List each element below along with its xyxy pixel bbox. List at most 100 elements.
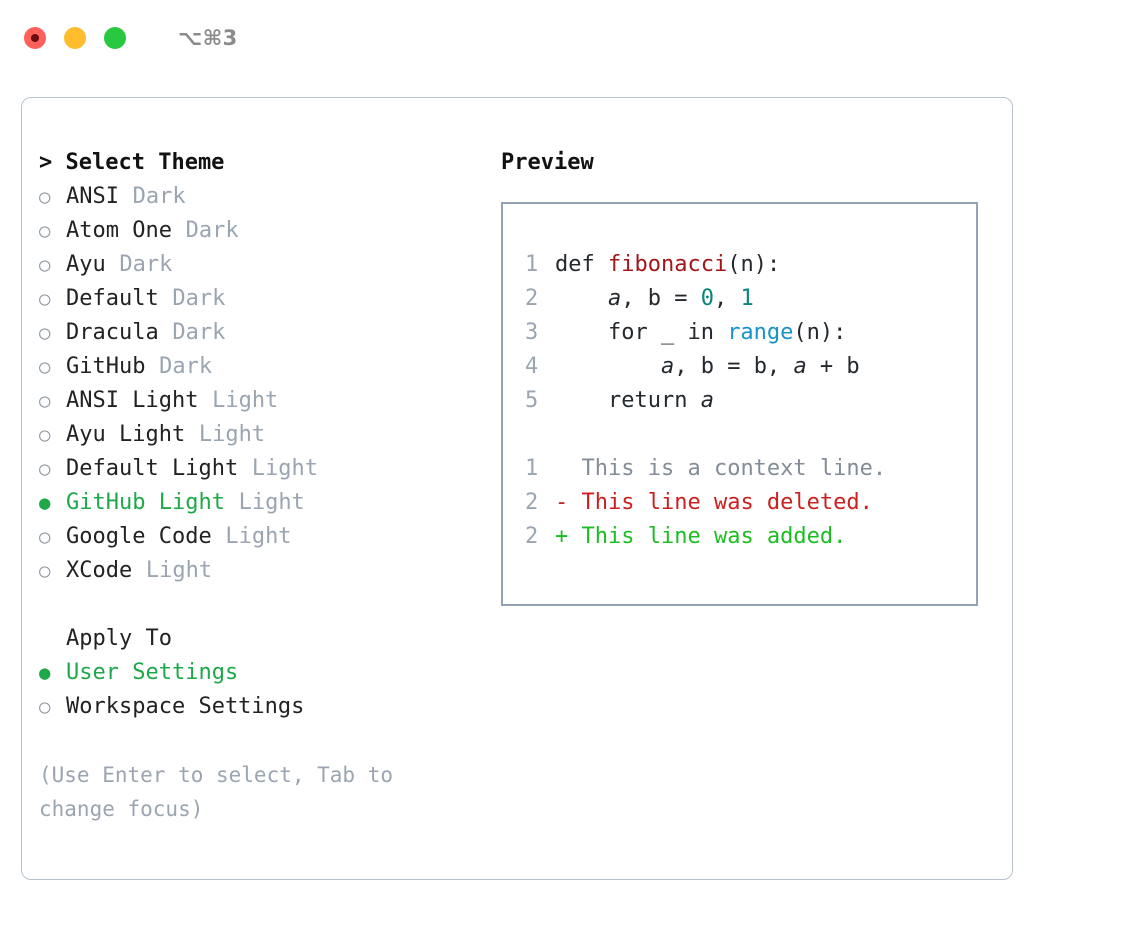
theme-option-label: Ayu Light bbox=[66, 422, 186, 447]
radio-unselected-icon: ○ bbox=[39, 254, 51, 276]
titlebar: ⌥⌘3 bbox=[0, 0, 1140, 76]
code-line-number: 2 bbox=[525, 286, 539, 311]
theme-variant-badge: Light bbox=[145, 558, 213, 583]
radio-unselected-icon: ○ bbox=[39, 560, 51, 582]
keyboard-hint-text: (Use Enter to select, Tab to change focu… bbox=[39, 763, 394, 821]
code-token: (n): bbox=[727, 252, 781, 277]
code-line: 2 a, b = 0, 1 bbox=[525, 282, 976, 316]
apply-to-option-user-settings[interactable]: ● User Settings bbox=[39, 656, 484, 690]
theme-option-ayu[interactable]: ○ Ayu Dark bbox=[39, 248, 484, 282]
radio-unselected-icon: ○ bbox=[39, 288, 51, 310]
diff-line-text: This is a context line. bbox=[581, 456, 887, 481]
code-line-number: 5 bbox=[525, 388, 539, 413]
theme-option-label: Dracula bbox=[66, 320, 159, 345]
code-token: , b = bbox=[621, 286, 701, 311]
theme-option-label: GitHub bbox=[66, 354, 146, 379]
theme-variant-badge: Light bbox=[225, 524, 292, 549]
diff-line-text: This line was added. bbox=[581, 524, 847, 549]
theme-option-label: Ayu bbox=[66, 252, 106, 277]
radio-selected-icon: ● bbox=[39, 492, 51, 514]
diff-line-number: 2 bbox=[525, 524, 539, 549]
code-token: a bbox=[793, 354, 807, 379]
apply-to-option-label: User Settings bbox=[66, 660, 239, 685]
code-token: + b bbox=[806, 354, 860, 379]
code-token: def bbox=[555, 252, 608, 277]
radio-unselected-icon: ○ bbox=[39, 526, 51, 548]
radio-unselected-icon: ○ bbox=[39, 322, 51, 344]
theme-option-label: ANSI Light bbox=[66, 388, 199, 413]
diff-line-ctx: 1 This is a context line. bbox=[525, 452, 976, 486]
theme-option-label: Atom One bbox=[66, 218, 172, 243]
theme-option-label: Default bbox=[66, 286, 159, 311]
code-token bbox=[555, 354, 661, 379]
diff-marker-icon: + bbox=[555, 524, 582, 549]
theme-option-label: ANSI bbox=[66, 184, 119, 209]
radio-unselected-icon: ○ bbox=[39, 220, 51, 242]
radio-unselected-icon: ○ bbox=[39, 696, 51, 718]
code-line-content: return a bbox=[555, 384, 714, 418]
theme-variant-badge: Dark bbox=[159, 354, 213, 379]
radio-unselected-icon: ○ bbox=[39, 356, 51, 378]
theme-option-default-light[interactable]: ○ Default Light Light bbox=[39, 452, 484, 486]
code-line-number: 3 bbox=[525, 320, 539, 345]
theme-option-ansi-light[interactable]: ○ ANSI Light Light bbox=[39, 384, 484, 418]
code-token: , bbox=[713, 286, 741, 311]
code-line: 5 return a bbox=[525, 384, 976, 418]
theme-variant-badge: Light bbox=[198, 422, 266, 447]
code-line: 3 for _ in range(n): bbox=[525, 316, 976, 350]
window-title-shortcut: ⌥⌘3 bbox=[178, 26, 238, 50]
theme-option-ansi[interactable]: ○ ANSI Dark bbox=[39, 180, 484, 214]
radio-unselected-icon: ○ bbox=[39, 458, 51, 480]
diff-sample-block: 1 This is a context line.2- This line wa… bbox=[525, 452, 976, 554]
theme-variant-badge: Dark bbox=[172, 286, 226, 311]
theme-option-default[interactable]: ○ Default Dark bbox=[39, 282, 484, 316]
theme-variant-badge: Light bbox=[212, 388, 279, 413]
code-token: range bbox=[727, 320, 794, 345]
radio-unselected-icon: ○ bbox=[39, 390, 51, 412]
diff-line-number: 1 bbox=[525, 456, 539, 481]
code-line-content: for _ in range(n): bbox=[555, 316, 846, 350]
code-token: 1 bbox=[740, 286, 754, 311]
code-token: for _ in bbox=[555, 320, 728, 345]
apply-to-option-list[interactable]: ● User Settings ○Workspace Settings bbox=[39, 656, 484, 724]
code-token: return bbox=[555, 388, 701, 413]
code-token: a bbox=[607, 286, 622, 311]
diff-line-del: 2- This line was deleted. bbox=[525, 486, 976, 520]
zoom-button-icon[interactable] bbox=[104, 27, 126, 49]
section-spacer bbox=[39, 588, 484, 622]
apply-to-option-workspace-settings[interactable]: ○Workspace Settings bbox=[39, 690, 484, 724]
code-diff-separator bbox=[525, 418, 976, 452]
radio-unselected-icon: ○ bbox=[39, 424, 51, 446]
theme-variant-badge: Dark bbox=[119, 252, 173, 277]
code-token: a bbox=[660, 354, 675, 379]
diff-line-number: 2 bbox=[525, 490, 539, 515]
close-dot-icon bbox=[31, 34, 39, 42]
radio-selected-icon: ● bbox=[39, 662, 51, 684]
preview-header: Preview bbox=[501, 150, 594, 175]
code-line-content: a, b = 0, 1 bbox=[555, 282, 754, 316]
code-line-number: 4 bbox=[525, 354, 539, 379]
code-line-content: def fibonacci(n): bbox=[555, 248, 780, 282]
minimize-button-icon[interactable] bbox=[64, 27, 86, 49]
theme-variant-badge: Dark bbox=[132, 184, 186, 209]
code-token: (n): bbox=[793, 320, 847, 345]
diff-marker-icon: - bbox=[555, 490, 582, 515]
theme-variant-badge: Light bbox=[251, 456, 319, 481]
theme-option-ayu-light[interactable]: ○ Ayu Light Light bbox=[39, 418, 484, 452]
theme-option-github[interactable]: ○ GitHub Dark bbox=[39, 350, 484, 384]
code-line-content: a, b = b, a + b bbox=[555, 350, 860, 384]
theme-option-label: Default Light bbox=[66, 456, 239, 481]
close-button-icon[interactable] bbox=[24, 27, 46, 49]
radio-unselected-icon: ○ bbox=[39, 186, 51, 208]
